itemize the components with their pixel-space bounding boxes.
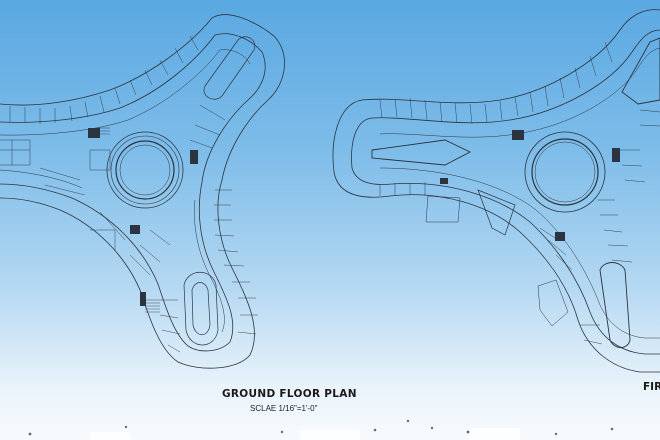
first-void-right [621, 37, 660, 105]
ground-inner-wall [0, 33, 266, 352]
ground-rooms [0, 35, 258, 353]
first-stair-blocks [440, 130, 620, 241]
ground-courtyard [106, 131, 184, 209]
first-courtyard [524, 131, 606, 213]
ground-corridor [0, 49, 251, 333]
first-void-left [371, 139, 472, 166]
ground-floor-plan [0, 14, 285, 369]
ground-building-silhouettes [90, 428, 520, 440]
ground-upper-ramp [203, 36, 256, 100]
first-corridor [379, 47, 660, 339]
ground-floor-plan-title: GROUND FLOOR PLAN [222, 388, 357, 400]
first-wedge [477, 189, 516, 236]
first-void-bottom [599, 262, 631, 348]
ground-stair-blocks [88, 128, 198, 306]
first-floor-plan-title: FIR [643, 381, 660, 393]
ground-scenery [28, 419, 614, 436]
ground-floor-plan-scale: SCLAE 1/16"=1'-0" [250, 404, 318, 413]
ground-stairs [98, 127, 160, 313]
first-inner-wall [351, 29, 660, 355]
first-balconies [425, 195, 569, 327]
first-outer-wall [332, 9, 660, 373]
first-floor-plan [332, 9, 660, 373]
ground-parking-ramp [183, 271, 219, 346]
first-rooms [379, 41, 660, 345]
ground-outer-wall [0, 14, 285, 369]
